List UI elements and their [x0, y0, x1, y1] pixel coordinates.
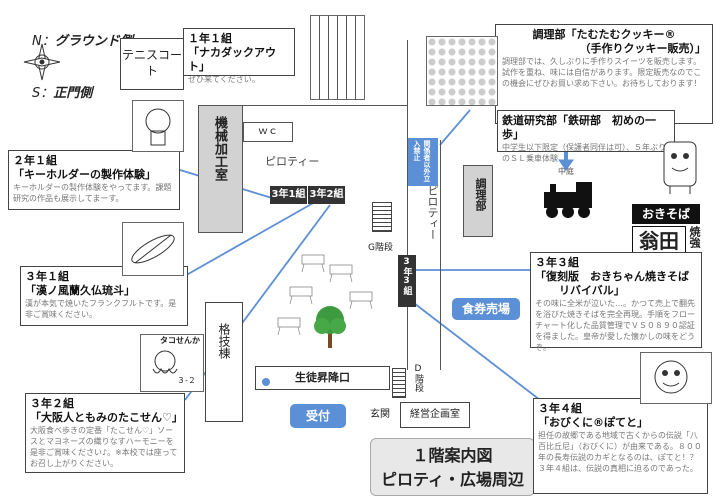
- machine-room-label: 機械加工室: [212, 116, 227, 181]
- legend-title: １階案内図: [412, 446, 493, 465]
- cookie-illustration: [426, 36, 498, 106]
- cooking-room: 調理部: [463, 165, 493, 237]
- callout-3-2-name: 「大阪人ともみのたこせん♡」: [30, 411, 183, 424]
- callout-3-1-desc: 漢が本気で焼いたフランクフルトです。是非ご賞味ください。: [25, 299, 177, 319]
- callout-cooking-name: 調理部「たむたむクッキー®: [532, 28, 676, 41]
- takosen-illustration: タコせんか ３-２: [140, 334, 204, 392]
- callout-1-1: １年１組 「ナカダックアウト」 ぜひ来てください。: [183, 28, 295, 84]
- steam-locomotive-icon: [544, 182, 592, 218]
- booth-3-3-label: 3年3組: [401, 257, 412, 295]
- compass-south-label: 正門側: [53, 86, 93, 101]
- callout-3-2-desc: 大阪食べ歩きの定番「たこせん♡」ソースとマヨネーズの織りなすハーモニーを是非ご賞…: [30, 426, 178, 468]
- callout-1-1-desc: ぜひ来てください。: [188, 75, 260, 84]
- compass-south-letter: S：: [32, 86, 54, 101]
- compass-north-label: グラウンド側: [54, 34, 133, 49]
- ticket-button[interactable]: 食券売場: [452, 298, 520, 320]
- okisoba-sign-side: 焼強: [686, 226, 702, 251]
- entrance-dot: [262, 378, 270, 386]
- octopus-icon: [152, 350, 178, 374]
- cooking-room-label: 調理部: [474, 178, 487, 211]
- callout-3-3-desc: その味に全米が泣いた…。かつて売上で翻先を浴びた焼きそばを完全再現。手順をフロー…: [535, 299, 695, 352]
- callout-3-1-name: 「漢ノ風蘭久仏琉斗」: [25, 284, 135, 297]
- office-room: 経営企画室: [400, 402, 470, 428]
- callout-2-1: ２年１組 「キーホルダーの製作体験」 キーホルダーの製作体験をやってます。課題研…: [8, 150, 180, 210]
- sausage-icon: [131, 234, 175, 264]
- front-door: 玄関: [370, 409, 390, 420]
- compass-north-letter: N：: [32, 34, 55, 49]
- map-wall-right2: [440, 140, 441, 370]
- callout-3-4-desc: 担任の故郷である地域で古くからの伝説「八百比丘尼」（おびくに）が由来である。８０…: [538, 431, 702, 473]
- keyholder-illustration: [132, 100, 184, 152]
- takosen-sign: タコせんか: [160, 336, 200, 345]
- map-legend: １階案内図 ピロティ・広場周辺: [370, 438, 535, 496]
- tennis-court: テニスコート: [120, 38, 184, 90]
- kakugi-building: 格技棟: [205, 302, 243, 422]
- callout-3-4: ３年４組 「おびくに®ぽてと」 担任の故郷である地域で古くからの伝説「八百比丘尼…: [533, 398, 708, 494]
- callout-2-1-grade: ２年１組: [13, 154, 57, 167]
- staff-only-sign: 関係者以外立入禁止: [408, 138, 438, 186]
- d-stairs-icon: [392, 368, 406, 398]
- callout-2-1-desc: キーホルダーの製作体験をやってます。課題研究の作品も展示してまーす。: [13, 183, 172, 203]
- callout-1-1-grade: １年１組: [188, 32, 232, 45]
- map-wall-top: [243, 105, 408, 106]
- d-stairs-text: D階段: [413, 364, 423, 392]
- shelf-illustration: [310, 15, 365, 100]
- legend-subtitle: ピロティ・広場周辺: [380, 470, 525, 489]
- staff-only-label: 関係者以外立入禁止: [413, 140, 431, 182]
- callout-3-3-name: 「復刻版 おきちゃん焼きそば: [535, 270, 689, 283]
- d-stairs-label: D階段: [412, 364, 428, 395]
- callout-3-1-grade: ３年１組: [25, 270, 69, 283]
- compass-south: S：正門側: [32, 82, 92, 101]
- keyholder-icon: [145, 108, 171, 146]
- takosen-tag: ３-２: [177, 376, 196, 385]
- piloti-label-vertical: ピロティー: [426, 185, 439, 240]
- callout-3-1: ３年１組 「漢ノ風蘭久仏琉斗」 漢が本気で焼いたフランクフルトです。是非ご賞味く…: [20, 266, 188, 326]
- callout-3-2-grade: ３年２組: [30, 397, 74, 410]
- character-icon: [654, 360, 688, 394]
- mascot-icon: [663, 141, 697, 194]
- callout-3-3: ３年３組 「復刻版 おきちゃん焼きそば リバイバル」 その味に全米が泣いた…。か…: [530, 252, 702, 352]
- callout-railway-name: 鉄道研究部「鉄研部 初めの一歩」: [502, 114, 656, 141]
- callout-1-1-name: 「ナカダックアウト」: [188, 46, 276, 73]
- booth-3-2: 3年2組: [308, 186, 345, 204]
- g-stairs-icon: [372, 202, 392, 232]
- g-stairs-label: G階段: [368, 243, 393, 253]
- map-wall-right: [407, 40, 408, 370]
- compass-north: N：グラウンド側: [32, 30, 133, 49]
- callout-3-4-grade: ３年４組: [538, 402, 582, 415]
- booth-3-1: 3年1組: [270, 186, 307, 204]
- callout-3-3-name2: リバイバル」: [559, 284, 625, 297]
- callout-railway: 鉄道研究部「鉄研部 初めの一歩」 中学生以下限定（保護者同伴は可）、５年ぶりのＳ…: [497, 110, 675, 163]
- callout-3-3-grade: ３年３組: [535, 256, 579, 269]
- restroom: ｗｃ: [243, 122, 293, 142]
- okisoba-sign-bottom: 翁田: [632, 226, 686, 256]
- courtyard-label: 中庭: [558, 167, 574, 176]
- student-entrance: 生徒昇降口: [255, 366, 390, 390]
- reception-button[interactable]: 受付: [290, 404, 346, 428]
- callout-3-4-name: 「おびくに®ぽてと」: [538, 416, 648, 429]
- okisoba-side-text: 焼強: [688, 226, 701, 248]
- kakugi-label: 格技棟: [217, 323, 231, 359]
- booth-3-3: 3年3組: [398, 255, 416, 307]
- callout-2-1-name: 「キーホルダーの製作体験」: [13, 168, 156, 181]
- machine-room: 機械加工室: [198, 105, 243, 233]
- callout-railway-desc: 中学生以下限定（保護者同伴は可）、５年ぶりのＳＬ乗車体験: [502, 143, 666, 163]
- frankfurter-illustration: [122, 222, 184, 276]
- callout-cooking: 調理部「たむたむクッキー® （手作りクッキー販売）」 調理部では、久しぶりに手作…: [495, 24, 713, 124]
- piloti-label-horizontal: ピロティー: [265, 155, 320, 168]
- callout-3-2: ３年２組 「大阪人ともみのたこせん♡」 大阪食べ歩きの定番「たこせん♡」ソースと…: [25, 393, 185, 473]
- callout-cooking-sub: （手作りクッキー販売）」: [579, 42, 707, 55]
- okisoba-sign-top: おきそば: [632, 204, 700, 224]
- potato-illustration: [640, 352, 712, 404]
- callout-cooking-desc: 調理部では、久しぶりに手作りスイーツを販売します。試作を重ね、味には自信がありま…: [502, 57, 702, 88]
